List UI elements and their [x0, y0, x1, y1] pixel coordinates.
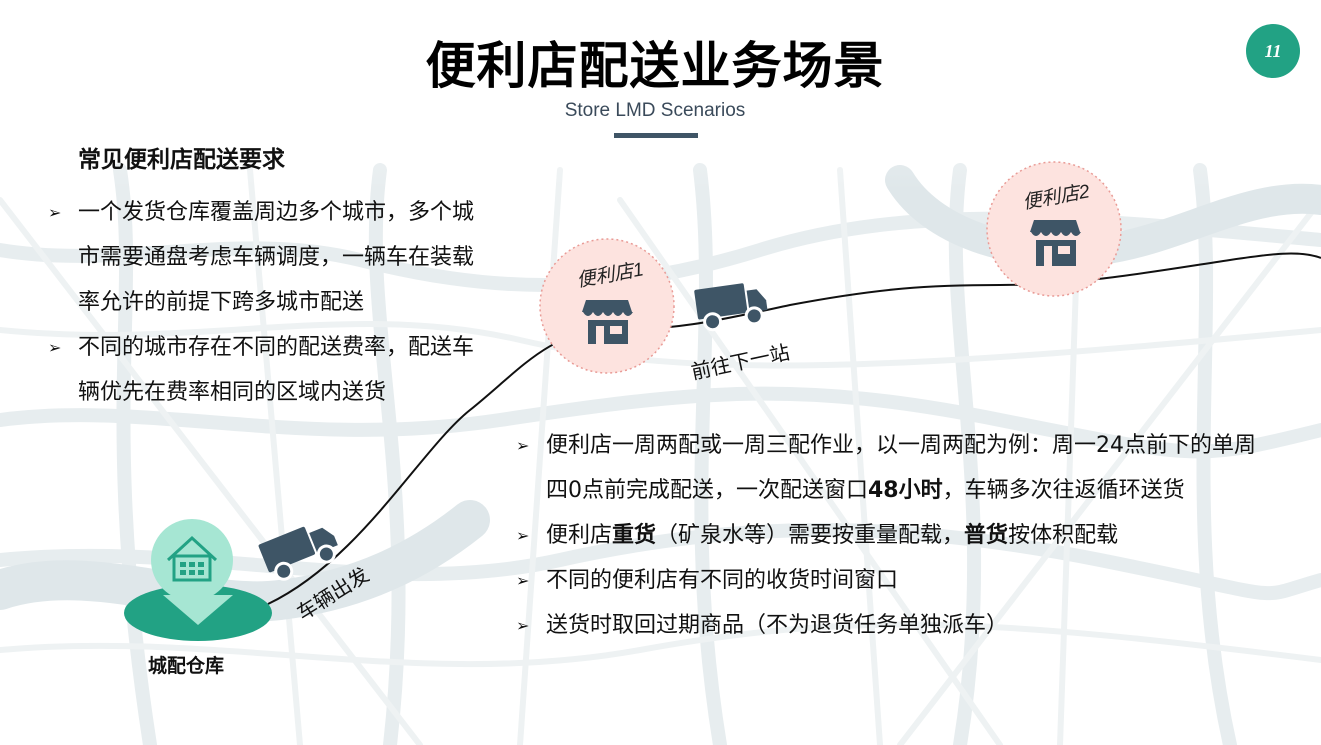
- list-item: ➢ 送货时取回过期商品（不为退货任务单独派车）: [516, 603, 1256, 648]
- detail-bold-text: 48小时: [868, 478, 943, 503]
- detail-text: 便利店: [546, 523, 613, 548]
- detail-text: 送货时取回过期商品（不为退货任务单独派车）: [546, 613, 1009, 638]
- warehouse-marker: [124, 519, 272, 641]
- bullet-arrow-icon: ➢: [516, 526, 530, 545]
- store2-marker: [986, 161, 1122, 297]
- detail-text: （矿泉水等）需要按重量配载，: [656, 523, 965, 548]
- detail-text: ，车辆多次往返循环送货: [942, 478, 1185, 503]
- list-item: ➢ 便利店一周两配或一周三配作业，以一周两配为例：周一24点前下的单周四0点前完…: [516, 423, 1256, 513]
- requirement-text: 一个发货仓库覆盖周边多个城市，多个城市需要通盘考虑车辆调度，一辆车在装载率允许的…: [78, 200, 475, 315]
- store-icon: [582, 300, 633, 344]
- bullet-arrow-icon: ➢: [516, 616, 530, 635]
- store1-marker: [539, 238, 675, 374]
- warehouse-label: 城配仓库: [148, 655, 225, 677]
- detail-text: 按体积配载: [1008, 523, 1119, 548]
- detail-bold-text: 普货: [964, 523, 1009, 548]
- requirements-list: ➢ 一个发货仓库覆盖周边多个城市，多个城市需要通盘考虑车辆调度，一辆车在装载率允…: [48, 190, 484, 415]
- requirement-text: 不同的城市存在不同的配送费率，配送车辆优先在费率相同的区域内送货: [78, 335, 475, 405]
- page-title: 便利店配送业务场景: [425, 37, 885, 95]
- bullet-arrow-icon: ➢: [48, 338, 62, 357]
- page-number-badge: 11: [1246, 24, 1300, 78]
- delivery-route-line: [267, 252, 1321, 605]
- requirements-heading: 常见便利店配送要求: [78, 147, 285, 173]
- list-item: ➢ 一个发货仓库覆盖周边多个城市，多个城市需要通盘考虑车辆调度，一辆车在装载率允…: [48, 190, 484, 325]
- list-item: ➢ 不同的城市存在不同的配送费率，配送车辆优先在费率相同的区域内送货: [48, 325, 484, 415]
- list-item: ➢ 便利店重货（矿泉水等）需要按重量配载，普货按体积配载: [516, 513, 1256, 558]
- detail-text: 不同的便利店有不同的收货时间窗口: [546, 568, 899, 593]
- details-list: ➢ 便利店一周两配或一周三配作业，以一周两配为例：周一24点前下的单周四0点前完…: [516, 423, 1256, 648]
- truck-icon: [258, 526, 338, 581]
- page-subtitle: Store LMD Scenarios: [564, 100, 746, 121]
- warehouse-icon: [166, 535, 218, 582]
- bullet-arrow-icon: ➢: [48, 203, 62, 222]
- detail-text: 便利店一周两配或一周三配作业，以一周两配为例：周一24点前下的单周四0点前完成配…: [546, 433, 1256, 503]
- list-item: ➢ 不同的便利店有不同的收货时间窗口: [516, 558, 1256, 603]
- truck-icon: [694, 283, 768, 332]
- store-icon: [1030, 220, 1081, 266]
- bullet-arrow-icon: ➢: [516, 436, 530, 455]
- bullet-arrow-icon: ➢: [516, 571, 530, 590]
- detail-bold-text: 重货: [612, 523, 657, 548]
- title-underline: [614, 133, 698, 138]
